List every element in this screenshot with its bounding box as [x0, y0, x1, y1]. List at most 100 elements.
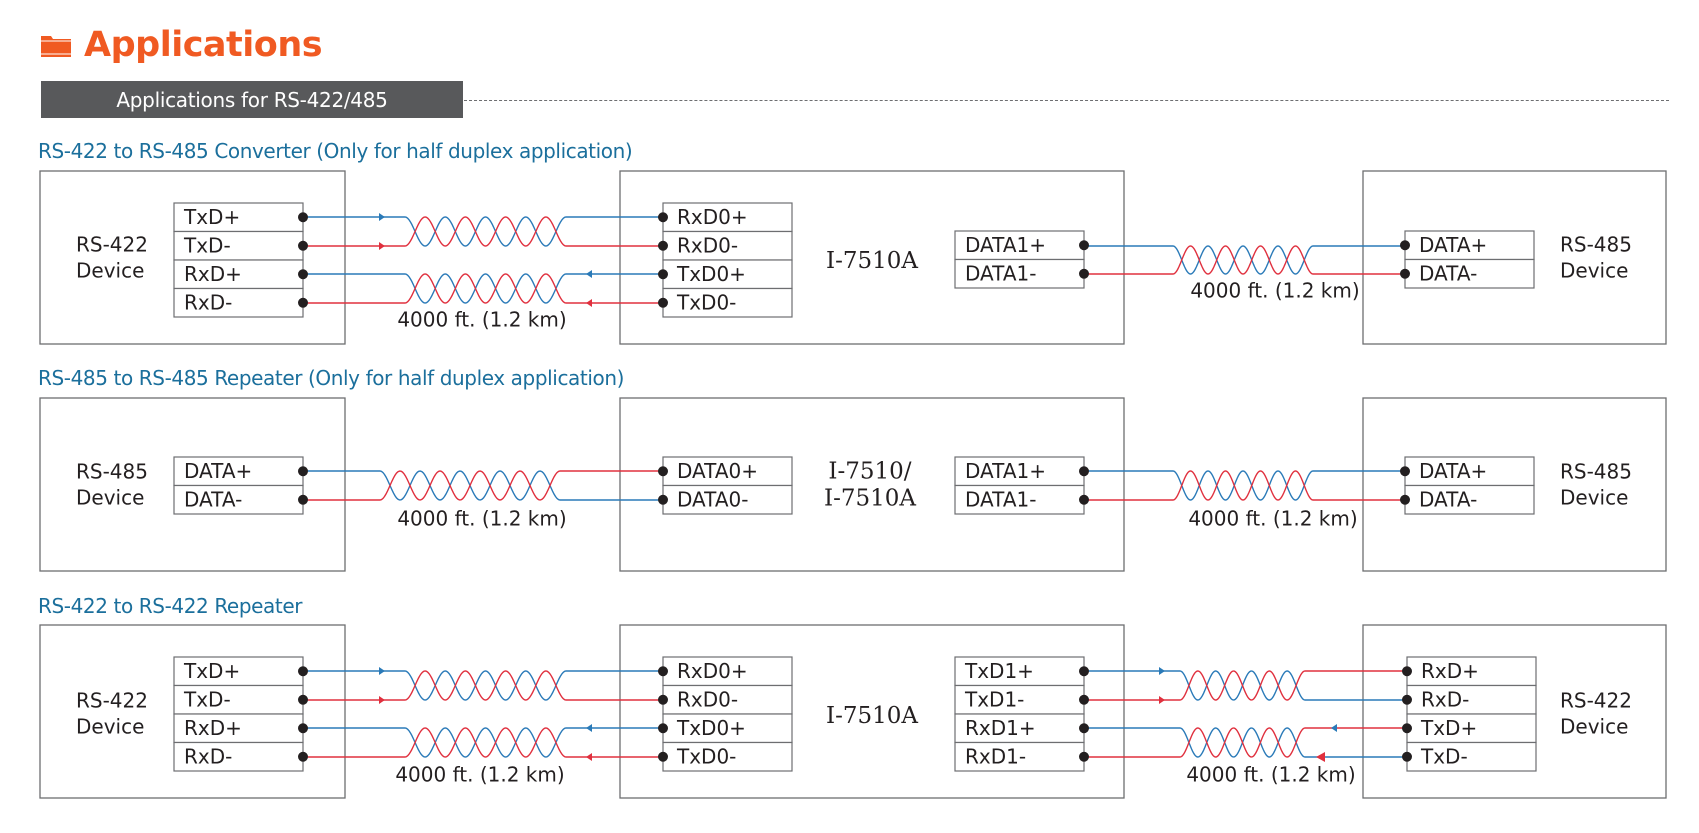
- pin-terminal-dot: [658, 212, 668, 223]
- left-device-pins: DATA+DATA-: [173, 456, 308, 515]
- device-model-label: I-7510/: [828, 459, 911, 485]
- banner-divider: [464, 100, 1669, 101]
- pin-cell: [662, 713, 793, 744]
- right-device-pins: DATA+DATA-: [1400, 456, 1535, 515]
- pin-terminal-dot: [298, 466, 308, 477]
- pin-terminal-dot: [1400, 466, 1410, 477]
- pin-label: RxD+: [184, 262, 242, 286]
- pin-label: TxD0-: [676, 290, 736, 314]
- pin-label: DATA1+: [965, 233, 1046, 257]
- center-left-pins: DATA0+DATA0-: [658, 456, 793, 515]
- right-device-pins: RxD+RxD-TxD+TxD-: [1402, 656, 1537, 772]
- device-name-label: Device: [76, 486, 144, 510]
- pin-cell: [662, 684, 793, 715]
- pin-label: TxD1-: [964, 687, 1024, 711]
- pin-terminal-dot: [298, 297, 308, 308]
- device-name-label: RS-422: [76, 689, 148, 713]
- center-left-pins: RxD0+RxD0-TxD0+TxD0-: [658, 202, 793, 318]
- pin-cell: [173, 656, 304, 687]
- arrow-right-icon: [379, 696, 385, 704]
- pin-cell: [173, 230, 304, 261]
- pin-label: DATA0+: [677, 459, 758, 483]
- center-right-pins: DATA1+ DATA1-: [954, 230, 1089, 289]
- wire-negative: [303, 216, 663, 247]
- arrow-right-icon: [379, 667, 385, 675]
- pin-terminal-dot: [658, 694, 668, 705]
- pin-cell: [173, 713, 304, 744]
- pin-terminal-dot: [298, 694, 308, 705]
- arrow-right-icon: [1159, 696, 1165, 704]
- section-title-422-repeater: RS-422 to RS-422 Repeater: [38, 594, 303, 618]
- wire-positive: [303, 727, 663, 758]
- page-heading: Applications: [40, 20, 323, 70]
- pin-terminal-dot: [658, 723, 668, 734]
- device-name-label: RS-485: [1560, 233, 1632, 257]
- wire-negative: [303, 470, 663, 501]
- pin-terminal-dot: [658, 269, 668, 280]
- pin-cell: [954, 484, 1085, 515]
- pin-terminal-dot: [1402, 666, 1412, 677]
- pin-terminal-dot: [1402, 723, 1412, 734]
- pin-cell: [173, 741, 304, 772]
- pin-cell: [662, 741, 793, 772]
- rs422-device-box: [39, 170, 346, 345]
- pin-terminal-dot: [658, 466, 668, 477]
- pin-terminal-dot: [658, 297, 668, 308]
- page-title: Applications: [84, 24, 323, 65]
- center-right-pins: TxD1+TxD1-RxD1+RxD1-: [954, 656, 1089, 772]
- pin-label: RxD+: [184, 716, 242, 740]
- pin-label: DATA-: [184, 487, 242, 511]
- wire-positive: [303, 470, 663, 501]
- pin-label: DATA-: [1419, 487, 1477, 511]
- pin-label: TxD+: [183, 659, 240, 683]
- pin-terminal-dot: [658, 751, 668, 762]
- device-name-label: Device: [1560, 259, 1628, 283]
- pin-label: DATA1-: [965, 261, 1036, 285]
- wire-negative: [303, 727, 663, 758]
- wire-positive: [1084, 670, 1407, 701]
- wire-positive: [1084, 245, 1405, 275]
- cable-length-label: 4000 ft. (1.2 km): [395, 763, 564, 787]
- pin-label: RxD0+: [677, 205, 748, 229]
- pin-terminal-dot: [1079, 751, 1089, 762]
- arrow-right-icon: [379, 213, 385, 221]
- pin-cell: [954, 258, 1085, 289]
- device-name-label: Device: [1560, 715, 1628, 739]
- wire-negative: [1084, 470, 1405, 501]
- pin-label: TxD0+: [676, 262, 746, 286]
- left-device-pins: TxD+TxD-RxD+RxD-: [173, 202, 308, 318]
- pin-label: TxD0-: [676, 744, 736, 768]
- device-name-label: RS-422: [1560, 689, 1632, 713]
- pin-label: RxD0-: [677, 687, 738, 711]
- pin-terminal-dot: [298, 723, 308, 734]
- pin-label: TxD+: [1420, 716, 1477, 740]
- wire-positive: [303, 216, 663, 247]
- rs422-left-device-box: [39, 624, 346, 799]
- device-name-label: RS-422: [76, 233, 148, 257]
- i7510a-box: [619, 170, 1125, 345]
- cable-length-label: 4000 ft. (1.2 km): [397, 308, 566, 332]
- pin-terminal-dot: [298, 666, 308, 677]
- device-model-label: I-7510A: [826, 703, 918, 729]
- pin-label: TxD0+: [676, 716, 746, 740]
- arrow-left-icon: [586, 299, 592, 307]
- pin-terminal-dot: [1402, 694, 1412, 705]
- cable-length-label: 4000 ft. (1.2 km): [397, 507, 566, 531]
- pin-label: TxD+: [183, 205, 240, 229]
- pin-terminal-dot: [298, 751, 308, 762]
- pin-label: RxD-: [184, 744, 232, 768]
- pin-label: RxD-: [184, 290, 232, 314]
- pin-cell: [173, 287, 304, 318]
- rs485-device-box: [1362, 170, 1667, 345]
- device-name-label: RS-485: [76, 460, 148, 484]
- pin-label: DATA-: [1419, 261, 1477, 285]
- device-name-label: RS-485: [1560, 460, 1632, 484]
- left-device-pins: TxD+TxD-RxD+RxD-: [173, 656, 308, 772]
- cable-length-label: 4000 ft. (1.2 km): [1188, 507, 1357, 531]
- pin-cell: [1406, 656, 1537, 687]
- wire-positive: [303, 273, 663, 304]
- pin-cell: [1404, 484, 1535, 515]
- arrow-left-icon: [1331, 724, 1337, 732]
- pin-terminal-dot: [1079, 494, 1089, 505]
